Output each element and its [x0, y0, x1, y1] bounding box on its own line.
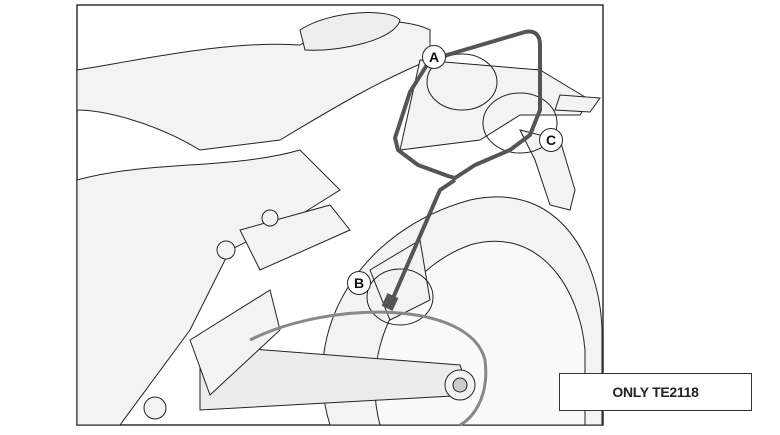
footpeg-bracket	[239, 204, 351, 271]
seat-pillion	[299, 12, 401, 51]
pivot-bolt	[143, 396, 167, 420]
side-case-holder	[388, 29, 542, 306]
tail-fairing	[399, 59, 591, 151]
axle-nut	[452, 377, 468, 393]
chain	[249, 310, 488, 427]
callout-c: C	[539, 128, 563, 152]
detail-b-circle	[366, 268, 434, 326]
rack-mount-plate	[381, 293, 399, 311]
detail-a-circle	[426, 53, 498, 111]
callout-a: A	[422, 45, 446, 69]
peg-bolt-2	[216, 240, 236, 260]
model-note-box: ONLY TE2118	[559, 373, 752, 411]
peg-bolt	[261, 209, 279, 227]
detail-c-circle	[482, 92, 558, 154]
model-note: ONLY TE2118	[612, 384, 699, 400]
tail-light	[554, 94, 601, 113]
heel-guard	[189, 289, 281, 396]
callout-b: B	[347, 271, 371, 295]
